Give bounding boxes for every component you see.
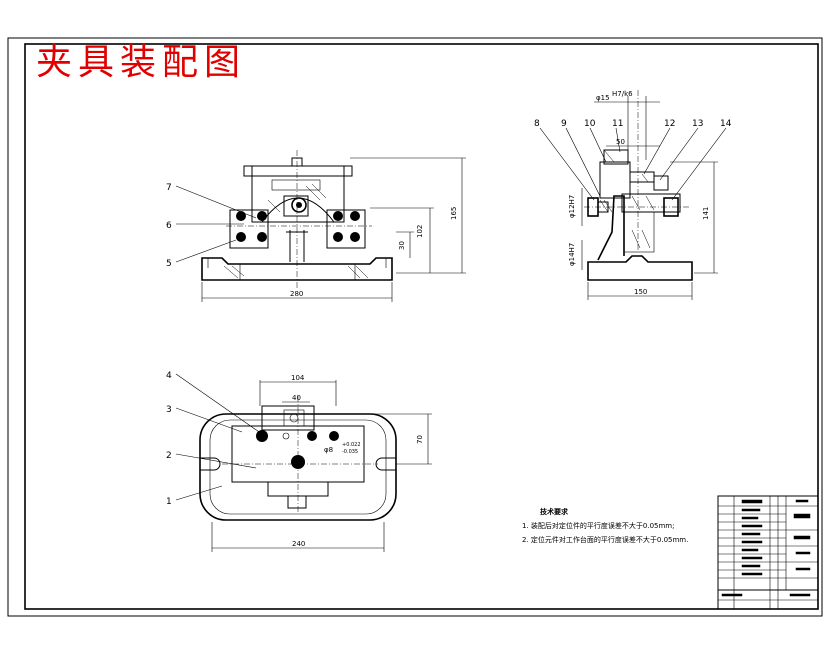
- side-dim-top-fit: H7/k6: [612, 90, 633, 98]
- callout-11: 11: [612, 119, 623, 129]
- title-block: [717, 495, 819, 610]
- top-view: φ8 +0.022 -0.035 104 40 70 240 4 3 2 1: [166, 371, 432, 552]
- callout-2: 2: [166, 451, 172, 461]
- top-dim-tol-upper: +0.022: [342, 442, 361, 448]
- callout-13: 13: [692, 119, 703, 129]
- front-dim-height2: 165: [450, 207, 458, 220]
- side-view: 150 141 50 φ15 H7/k6 φ12H7 φ14H7 8 9 10 …: [534, 90, 732, 300]
- side-dim-height: 141: [702, 207, 710, 220]
- top-dim-outer: 104: [291, 374, 305, 382]
- callout-10: 10: [584, 119, 596, 129]
- tech-req-item-2: 2. 定位元件对工作台面的平行度误差不大于0.05mm.: [522, 535, 688, 544]
- side-dim-span: 50: [616, 138, 625, 146]
- front-dim-height3: 30: [398, 241, 406, 250]
- callout-4: 4: [166, 371, 172, 381]
- front-view: 280 102 165 30 7 6 5: [166, 150, 466, 302]
- top-dim-height: 70: [416, 435, 424, 444]
- callout-9: 9: [561, 119, 567, 129]
- side-dim-top-dia: φ15: [596, 94, 610, 102]
- technical-requirements: 技术要求 1. 装配后对定位件的平行度误差不大于0.05mm; 2. 定位元件对…: [522, 507, 688, 544]
- top-dim-inner: 40: [292, 394, 301, 402]
- callout-6: 6: [166, 221, 172, 231]
- callout-3: 3: [166, 405, 172, 415]
- drawing-title: 夹具装配图: [36, 42, 246, 83]
- top-dim-tol-lower: -0.035: [342, 449, 358, 455]
- side-dim-width: 150: [634, 288, 647, 296]
- top-dim-width: 240: [292, 540, 305, 548]
- inner-border: [24, 43, 819, 610]
- tech-req-heading: 技术要求: [540, 507, 569, 516]
- callout-5: 5: [166, 259, 172, 269]
- outer-border: [7, 37, 823, 617]
- callout-12: 12: [664, 119, 675, 129]
- callout-7: 7: [166, 183, 172, 193]
- top-dim-hole: φ8: [324, 446, 333, 454]
- side-dim-left-dia2: φ14H7: [568, 243, 576, 266]
- tech-req-item-1: 1. 装配后对定位件的平行度误差不大于0.05mm;: [522, 521, 675, 530]
- callout-1: 1: [166, 497, 172, 507]
- front-dim-height1: 102: [416, 225, 424, 238]
- callout-8: 8: [534, 119, 540, 129]
- callout-14: 14: [720, 119, 732, 129]
- side-dim-left-dia1: φ12H7: [568, 195, 576, 218]
- front-dim-width: 280: [290, 290, 303, 298]
